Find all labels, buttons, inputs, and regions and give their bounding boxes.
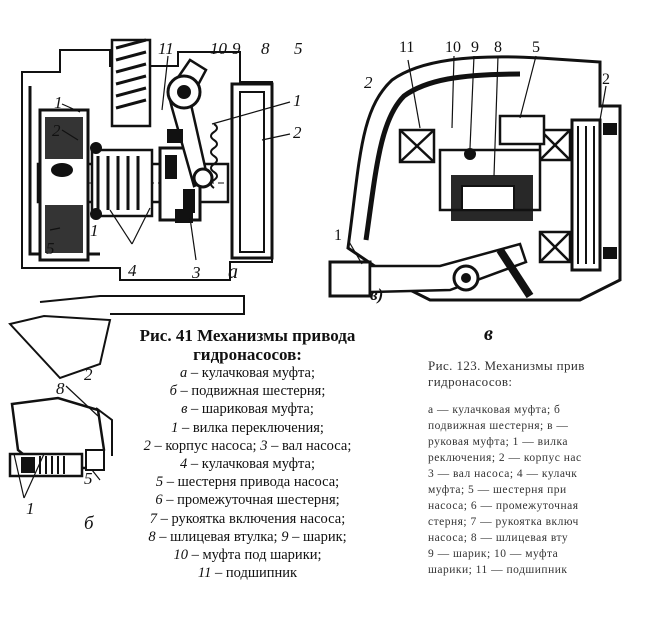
- callout-a-1-bottom: 1: [90, 221, 99, 240]
- caption-123-line: насоса; 8 — шлицевая вту: [428, 532, 569, 544]
- callout-a-11: 11: [158, 39, 174, 58]
- callout-b-1: 1: [26, 499, 35, 518]
- caption-123-title-1: Рис. 123. Механизмы прив: [428, 358, 585, 373]
- figure-b-drawing: [8, 295, 245, 499]
- figure-a-drawing: [21, 38, 291, 281]
- caption-41-line: 1 – вилка переключения;: [171, 419, 324, 436]
- callout-b-label: б: [84, 513, 94, 534]
- caption-123-line: а — кулачковая муфта; б: [428, 404, 561, 416]
- callout-v-2-left: 2: [364, 73, 373, 92]
- callout-v-parenthesis-v: в): [370, 285, 384, 304]
- callout-v-11: 11: [399, 39, 415, 56]
- caption-41-line: 10 – муфта под шарики;: [173, 547, 322, 564]
- caption-fig-41: Рис. 41 Механизмы привода гидронасосов: …: [110, 326, 385, 582]
- figure-v-drawing: [328, 55, 622, 302]
- caption-41-line: 11 – подшипник: [197, 565, 298, 582]
- callout-v-5: 5: [532, 39, 540, 56]
- caption-41-line: 6 – промежуточная шестерня;: [155, 492, 340, 509]
- caption-123-line: стерня; 7 — рукоятка включ: [428, 516, 579, 528]
- caption-123-body: а — кулачковая муфта; б подвижная шестер…: [428, 402, 633, 578]
- caption-41-line: в – шариковая муфта;: [181, 401, 314, 418]
- caption-123-line: насоса; 6 — промежуточная: [428, 500, 579, 512]
- callout-v-9: 9: [471, 39, 479, 56]
- caption-41-line: 2 – корпус насоса; 3 – вал насоса;: [143, 437, 352, 454]
- caption-123-line: реключения; 2 — корпус нас: [428, 452, 582, 464]
- figure-a-view-label: а: [228, 261, 238, 283]
- caption-41-line: б – подвижная шестерня;: [169, 383, 326, 400]
- caption-41-title-2: гидронасосов:: [193, 345, 302, 364]
- caption-123-line: 3 — вал насоса; 4 — кулачк: [428, 468, 578, 480]
- callout-a-1-right: 1: [293, 91, 302, 110]
- caption-41-line: 5 – шестерня привода насоса;: [155, 474, 340, 491]
- callout-a-9: 9: [232, 39, 241, 58]
- callout-a-2-right: 2: [293, 123, 302, 142]
- caption-123-line: шарики; 11 — подшипник: [428, 564, 568, 576]
- caption-41-line: 7 – рукоятка включения насоса;: [149, 510, 346, 527]
- callout-a-5-top: 5: [294, 39, 303, 58]
- caption-41-line: 4 – кулачковая муфта;: [180, 456, 315, 473]
- callout-a-4: 4: [128, 261, 137, 280]
- callout-a-2-left: 2: [52, 121, 61, 140]
- callout-a-5-bottom: 5: [46, 239, 55, 258]
- callout-v-10: 10: [445, 39, 461, 56]
- callout-b-8: 8: [56, 379, 65, 398]
- caption-41-line: 8 – шлицевая втулка; 9 – шарик;: [148, 528, 347, 545]
- caption-41-line: а – кулачковая муфта;: [180, 365, 315, 381]
- figure-v-view-label: в: [484, 323, 493, 345]
- callout-v-1: 1: [334, 227, 342, 244]
- caption-123-title-2: гидронасосов:: [428, 374, 513, 389]
- callout-a-3: 3: [192, 263, 201, 282]
- callout-v-2-right: 2: [602, 71, 610, 88]
- caption-41-title-1: Рис. 41 Механизмы привода: [139, 326, 356, 345]
- callout-b-5: 5: [84, 469, 93, 488]
- callout-v-8: 8: [494, 39, 502, 56]
- caption-123-line: муфта; 5 — шестерня при: [428, 484, 567, 496]
- caption-123-line: 9 — шарик; 10 — муфта: [428, 548, 559, 560]
- callout-a-1-left: 1: [54, 93, 63, 112]
- caption-fig-123: Рис. 123. Механизмы прив гидронасосов: а…: [428, 358, 633, 578]
- callout-a-8: 8: [261, 39, 270, 58]
- caption-123-line: подвижная шестерня; в —: [428, 420, 569, 432]
- caption-123-line: руковая муфта; 1 — вилка: [428, 436, 569, 448]
- callout-a-10: 10: [210, 39, 227, 58]
- callout-b-2: 2: [84, 365, 93, 384]
